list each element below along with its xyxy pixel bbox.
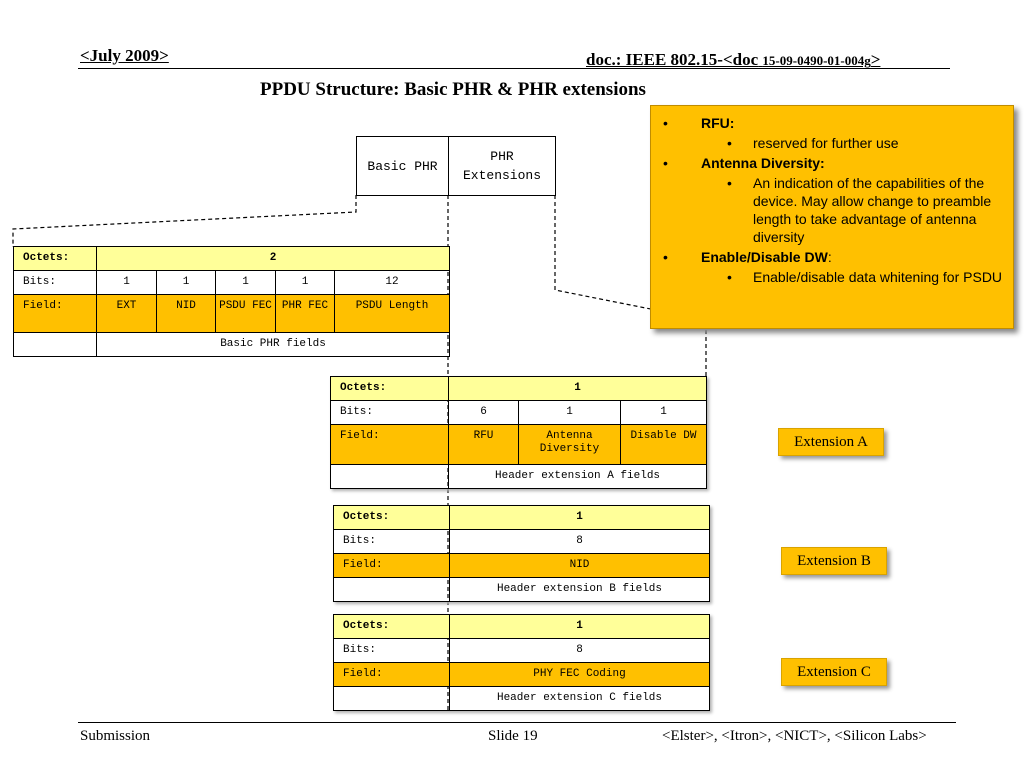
octets-value: 1: [447, 376, 708, 401]
table-row: Bits: 1 1 1 1 12: [13, 270, 451, 295]
bits-value: 1: [275, 270, 335, 295]
footer-slide-number: Slide 19: [488, 728, 538, 744]
table-caption: Header extension B fields: [449, 577, 710, 602]
phr-extensions-box: PHR Extensions: [448, 136, 556, 196]
footer-authors: <Elster>, <Itron>, <NICT>, <Silicon Labs…: [662, 728, 927, 744]
table-row: Octets: 1: [333, 505, 710, 530]
header-doc-prefix: doc.: IEEE 802.15-<doc: [586, 50, 759, 69]
empty-cell: [333, 577, 450, 602]
table-row: Basic PHR fields: [13, 332, 451, 357]
header-doc-id: doc.: IEEE 802.15-<doc 15-09-0490-01-004…: [586, 50, 880, 70]
field-value: PHR FEC: [275, 294, 335, 333]
table-row: Field: RFU Antenna Diversity Disable DW: [330, 424, 708, 465]
extension-b-label: Extension B: [781, 547, 887, 575]
bits-label: Bits:: [330, 400, 449, 425]
callout-dw-colon: :: [827, 249, 832, 265]
table-row: Field: EXT NID PSDU FEC PHR FEC PSDU Len…: [13, 294, 451, 333]
table-row: Header extension C fields: [333, 686, 710, 711]
slide-title: PPDU Structure: Basic PHR & PHR extensio…: [260, 79, 646, 100]
table-row: Octets: 1: [333, 614, 710, 639]
callout-rfu-text: reserved for further use: [661, 134, 1003, 152]
table-row: Field: PHY FEC Coding: [333, 662, 710, 687]
callout-antenna-diversity-text: An indication of the capabilities of the…: [661, 174, 1003, 246]
extension-c-label: Extension C: [781, 658, 887, 686]
octets-value: 2: [95, 246, 451, 271]
callout-rfu-title: RFU:: [661, 114, 1003, 132]
header-doc-number: 15-09-0490-01-004g: [762, 53, 871, 68]
table-caption: Header extension C fields: [449, 686, 710, 711]
field-value: NID: [449, 553, 710, 578]
table-row: Octets: 2: [13, 246, 451, 271]
octets-value: 1: [449, 505, 710, 530]
bits-value: 12: [333, 270, 451, 295]
bits-label: Bits:: [333, 529, 450, 554]
table-row: Bits: 8: [333, 638, 710, 663]
table-row: Bits: 8: [333, 529, 710, 554]
empty-cell: [333, 686, 450, 711]
field-description-callout: RFU: reserved for further use Antenna Di…: [650, 105, 1014, 329]
field-value: Disable DW: [619, 424, 708, 465]
empty-cell: [13, 332, 97, 357]
field-label: Field:: [333, 553, 450, 578]
bits-value: 1: [96, 270, 157, 295]
octets-value: 1: [449, 614, 710, 639]
callout-enable-disable-dw: Enable/Disable DW:: [661, 248, 1003, 266]
empty-cell: [330, 464, 449, 489]
bits-value: 1: [215, 270, 276, 295]
footer-submission: Submission: [80, 728, 151, 744]
field-label: Field:: [333, 662, 450, 687]
bits-value: 1: [619, 400, 708, 425]
bits-label: Bits:: [13, 270, 97, 295]
field-label: Field:: [330, 424, 449, 465]
field-value: PSDU Length: [333, 294, 451, 333]
connector-basic-left: [12, 195, 357, 247]
callout-dw-title: Enable/Disable DW: [701, 249, 828, 265]
table-row: Header extension A fields: [330, 464, 708, 489]
bits-label: Bits:: [333, 638, 450, 663]
field-value: Antenna Diversity: [518, 424, 621, 465]
octets-label: Octets:: [13, 246, 97, 271]
bits-value: 8: [449, 638, 710, 663]
footer-rule: [78, 722, 956, 723]
callout-dw-text: Enable/disable data whitening for PSDU: [661, 268, 1003, 286]
extension-c-table: Octets: 1 Bits: 8 Field: PHY FEC Coding …: [333, 614, 710, 711]
header-doc-suffix: >: [870, 50, 881, 69]
field-value: PHY FEC Coding: [449, 662, 710, 687]
basic-phr-table: Octets: 2 Bits: 1 1 1 1 12 Field: EXT NI…: [13, 246, 451, 357]
header-rule: [78, 68, 950, 69]
extension-a-label: Extension A: [778, 428, 884, 456]
basic-phr-box: Basic PHR: [356, 136, 449, 196]
field-value: EXT: [96, 294, 157, 333]
table-row: Bits: 6 1 1: [330, 400, 708, 425]
phr-extensions-label: PHR Extensions: [462, 149, 541, 183]
table-row: Field: NID: [333, 553, 710, 578]
octets-label: Octets:: [333, 614, 450, 639]
field-value: PSDU FEC: [215, 294, 276, 333]
extension-b-table: Octets: 1 Bits: 8 Field: NID Header exte…: [333, 505, 710, 602]
bits-value: 6: [448, 400, 519, 425]
bits-value: 8: [449, 529, 710, 554]
octets-label: Octets:: [330, 376, 449, 401]
bits-value: 1: [518, 400, 621, 425]
field-value: NID: [156, 294, 216, 333]
octets-label: Octets:: [333, 505, 450, 530]
basic-phr-label: Basic PHR: [367, 158, 438, 174]
connector-ext-right: [554, 195, 707, 378]
callout-antenna-diversity-title: Antenna Diversity:: [661, 154, 1003, 172]
header-date: <July 2009>: [80, 46, 169, 65]
table-row: Header extension B fields: [333, 577, 710, 602]
table-caption: Header extension A fields: [447, 464, 708, 489]
table-row: Octets: 1: [330, 376, 708, 401]
table-caption: Basic PHR fields: [95, 332, 451, 357]
bits-value: 1: [156, 270, 216, 295]
field-value: RFU: [448, 424, 519, 465]
extension-a-table: Octets: 1 Bits: 6 1 1 Field: RFU Antenna…: [330, 376, 708, 489]
field-label: Field:: [13, 294, 97, 333]
